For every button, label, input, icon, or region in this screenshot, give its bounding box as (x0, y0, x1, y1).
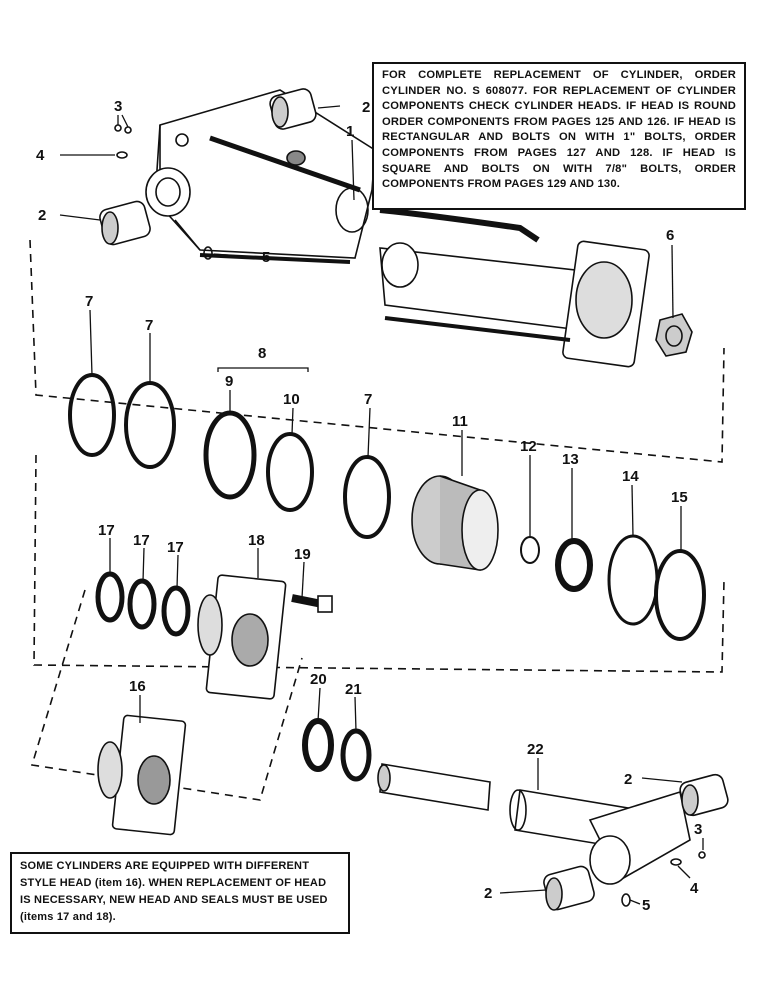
ring-10 (266, 432, 314, 512)
bushing-bottom (543, 865, 595, 911)
fitting-4b (670, 858, 682, 866)
seal-20 (302, 718, 334, 772)
piston-rod (377, 763, 691, 885)
callout-3-top: 3 (114, 98, 122, 115)
bolt (291, 594, 333, 613)
callout-12: 12 (520, 438, 537, 455)
fitting-3a (114, 124, 122, 132)
seal-21 (340, 728, 372, 782)
ring-12 (520, 536, 540, 564)
cylinder-head-16 (97, 714, 187, 836)
callout-19: 19 (294, 546, 311, 563)
callout-15: 15 (671, 489, 688, 506)
nut-part (655, 313, 693, 357)
fitting-5b (621, 893, 631, 907)
callout-2-bottom: 2 (484, 885, 492, 902)
callout-7c: 7 (364, 391, 372, 408)
ring-15 (654, 549, 706, 641)
leader-lines (59, 105, 704, 905)
callout-7b: 7 (145, 317, 153, 334)
callout-4-bottom: 4 (690, 880, 699, 897)
callout-10: 10 (283, 391, 300, 408)
replacement-note-top: FOR COMPLETE REPLACEMENT OF CYLINDER, OR… (372, 62, 746, 210)
callout-14: 14 (622, 468, 639, 485)
seal-17a (95, 571, 125, 623)
callout-1: 1 (346, 123, 354, 140)
callout-5-top: 5 (262, 249, 270, 266)
callout-3-bottom: 3 (694, 821, 702, 838)
callout-17a: 17 (98, 522, 115, 539)
replacement-note-bottom: SOME CYLINDERS ARE EQUIPPED WITH DIFFERE… (10, 852, 350, 934)
cylinder-barrel (145, 89, 650, 368)
seal-17c (161, 585, 191, 637)
fitting-3c (698, 851, 706, 859)
callout-11: 11 (452, 413, 468, 430)
ring-9 (203, 410, 257, 500)
callout-2-left: 2 (38, 207, 46, 224)
assembly-dashed-line-upper (29, 239, 725, 463)
callout-22: 22 (527, 741, 544, 758)
assembly-dashed-line-middle (33, 454, 725, 673)
callout-4-top: 4 (36, 147, 45, 164)
callout-17c: 17 (167, 539, 184, 556)
bushing-left (99, 200, 151, 246)
cylinder-head-18 (197, 574, 287, 700)
seal-17b (127, 578, 157, 630)
callout-8: 8 (258, 345, 266, 362)
oring-14 (607, 534, 659, 626)
callout-5-bottom: 5 (642, 897, 650, 914)
callout-21: 21 (345, 681, 362, 698)
callout-20: 20 (310, 671, 327, 688)
fitting-4a (116, 151, 128, 159)
ring-7c (343, 455, 391, 539)
callout-7a: 7 (85, 293, 93, 310)
callout-9: 9 (225, 373, 233, 390)
ring-7a (68, 373, 116, 457)
callout-16: 16 (129, 678, 146, 695)
callout-18: 18 (248, 532, 265, 549)
piston (411, 475, 499, 571)
callout-13: 13 (562, 451, 579, 468)
callout-2-top: 2 (362, 99, 370, 116)
fitting-5a (203, 246, 213, 260)
callout-6: 6 (666, 227, 674, 244)
ring-7b (124, 381, 176, 469)
bushing-top (269, 88, 317, 130)
bushing-right (679, 773, 729, 817)
ring-13 (555, 538, 593, 592)
fitting-3b (124, 126, 132, 134)
callout-17b: 17 (133, 532, 150, 549)
callout-2-right: 2 (624, 771, 632, 788)
